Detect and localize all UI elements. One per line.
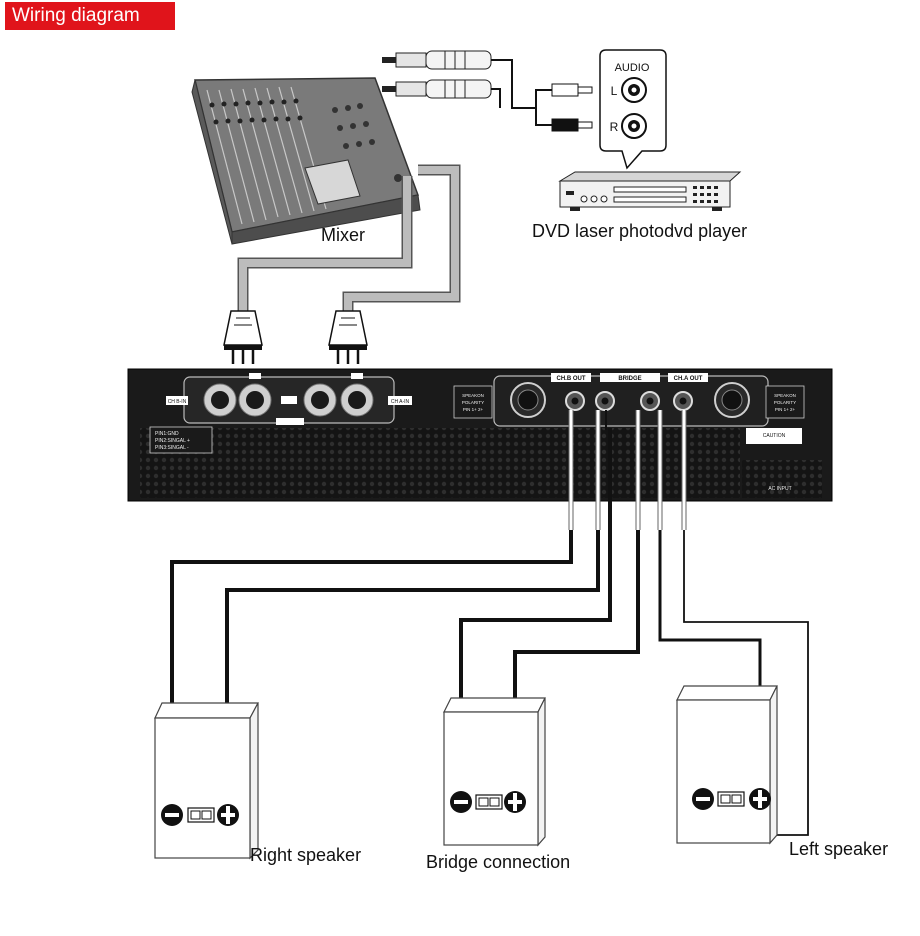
left-speaker <box>676 685 778 845</box>
ch-b-out-label: CH.B OUT <box>557 376 586 382</box>
mixer-label: Mixer <box>321 225 365 245</box>
xlr-plug-ch-a <box>328 310 368 364</box>
dvd-player <box>558 171 742 211</box>
audio-cables <box>382 50 593 132</box>
ac-input-label: AC INPUT <box>768 486 791 492</box>
amplifier: CH B-IN CH A-IN PIN1:GND PIN2:SINGAL + P… <box>127 368 833 502</box>
ch-a-out-label: CH.A OUT <box>674 376 703 382</box>
audio-panel-right-label: R <box>610 120 619 134</box>
polarity-title-right: SPEAKON <box>774 393 796 398</box>
polarity-sub-left: POLARITY <box>462 400 484 405</box>
bridge-connection-label: Bridge connection <box>426 852 571 872</box>
audio-panel-left-label: L <box>611 84 618 98</box>
polarity-title-left: SPEAKON <box>462 393 484 398</box>
xlr-plug-ch-b <box>223 310 263 364</box>
bridge-label: BRIDGE <box>618 376 641 382</box>
diagram-title: Wiring diagram <box>5 2 175 30</box>
right-speaker-label: Right speaker <box>250 845 362 865</box>
pin1-label: PIN1:GND <box>155 431 179 437</box>
right-speaker <box>154 702 259 860</box>
mixer-device <box>191 77 421 245</box>
pin3-label: PIN3:SINGAL - <box>155 445 189 451</box>
xlr-cables <box>237 164 461 311</box>
left-speaker-label: Left speaker <box>789 839 889 859</box>
polarity-pins-left: PIN 1+ 2+ <box>463 407 484 412</box>
audio-panel-title: AUDIO <box>615 62 650 74</box>
ch-b-in-label: CH B-IN <box>168 399 187 405</box>
pin2-label: PIN2:SINGAL + <box>155 438 190 444</box>
caution-label: CAUTION <box>763 433 786 439</box>
polarity-sub-right: POLARITY <box>774 400 796 405</box>
polarity-pins-right: PIN 1+ 2+ <box>775 407 796 412</box>
audio-output-panel: AUDIO L R <box>599 49 667 170</box>
dvd-player-label: DVD laser photodvd player <box>532 221 748 241</box>
ch-a-in-label: CH A-IN <box>391 399 410 405</box>
bridge-speaker <box>443 697 546 847</box>
